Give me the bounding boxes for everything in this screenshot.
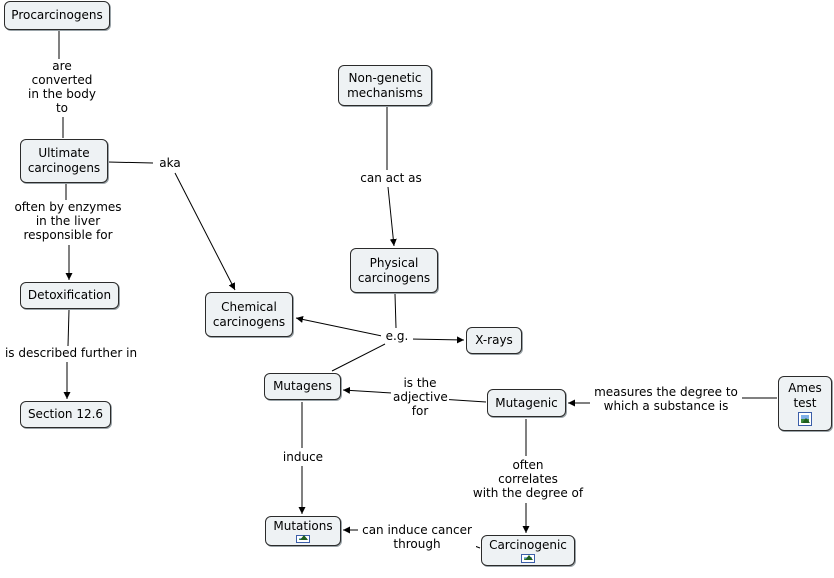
node-label: Ultimate carcinogens [27, 146, 101, 175]
node-label: Detoxification [27, 288, 112, 302]
node-physical-carcinogens[interactable]: Physical carcinogens [350, 248, 438, 293]
node-label: Non-genetic mechanisms [347, 70, 423, 100]
node-mutagens[interactable]: Mutagens [264, 373, 341, 400]
node-procarcinogens[interactable]: Procarcinogens [4, 1, 110, 30]
node-carcinogenic[interactable]: Carcinogenic [481, 535, 575, 566]
image-resource-icon[interactable] [798, 412, 812, 426]
node-non-genetic-mechanisms[interactable]: Non-genetic mechanisms [338, 65, 432, 106]
node-chemical-carcinogens[interactable]: Chemical carcinogens [205, 292, 293, 337]
link-label-described: is described further in [1, 346, 141, 360]
link-label-aka: aka [154, 156, 186, 170]
node-label: Physical carcinogens [357, 255, 431, 285]
node-mutagenic[interactable]: Mutagenic [487, 389, 566, 417]
node-ames-test[interactable]: Ames test [778, 376, 832, 431]
node-label: Section 12.6 [27, 407, 104, 421]
link-label-enzymes: often by enzymes in the liver responsibl… [6, 200, 130, 242]
node-label: Ames test [788, 381, 822, 410]
node-label: Mutagenic [495, 395, 558, 410]
image-resource-icon[interactable] [521, 554, 535, 563]
node-section-12-6[interactable]: Section 12.6 [20, 401, 111, 428]
node-label: Carcinogenic [489, 538, 567, 552]
link-label-induce-cancer: can induce cancer through [358, 523, 476, 551]
node-label: Mutations [273, 519, 333, 533]
node-x-rays[interactable]: X-rays [466, 327, 522, 354]
node-mutations[interactable]: Mutations [265, 516, 341, 546]
link-label-act-as: can act as [352, 171, 430, 185]
link-label-adjective: is the adjective for [391, 376, 449, 418]
node-detoxification[interactable]: Detoxification [20, 282, 119, 309]
node-ultimate-carcinogens[interactable]: Ultimate carcinogens [20, 139, 108, 183]
link-label-induce: induce [278, 450, 328, 464]
node-label: Mutagens [273, 379, 332, 393]
link-label-correlates: often correlates with the degree of [468, 458, 588, 500]
node-label: Chemical carcinogens [212, 299, 286, 329]
node-label: Procarcinogens [11, 8, 103, 22]
link-label-eg: e.g. [381, 329, 413, 343]
link-label-converted: are converted in the body to [22, 59, 102, 115]
image-resource-icon[interactable] [296, 535, 310, 543]
link-label-measures: measures the degree to which a substance… [590, 385, 742, 413]
node-label: X-rays [475, 333, 513, 347]
